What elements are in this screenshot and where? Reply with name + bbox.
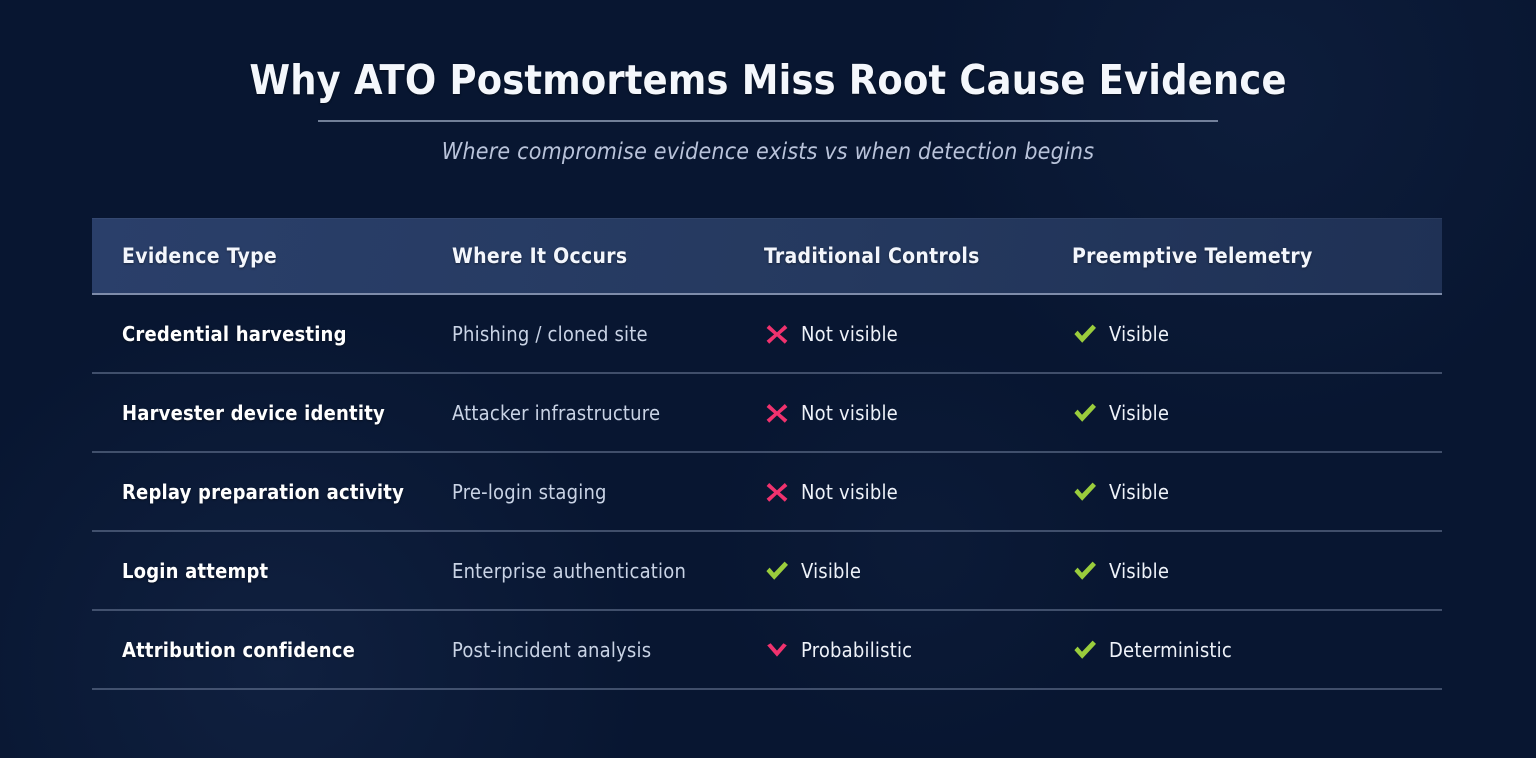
status-label: Visible [801, 558, 862, 583]
cell-where-it-occurs: Attacker infrastructure [452, 400, 661, 425]
cell-preemptive-telemetry: Visible [1042, 479, 1442, 505]
status-label: Deterministic [1109, 637, 1232, 662]
cell-evidence-type: Login attempt [122, 558, 269, 583]
cross-icon [764, 479, 790, 505]
table-row-4: Login attempt Enterprise authentication … [92, 532, 1442, 611]
status-label: Not visible [801, 321, 898, 346]
table-row-5: Attribution confidence Post-incident ana… [92, 611, 1442, 690]
column-header-traditional-controls: Traditional Controls [764, 243, 980, 268]
cell-preemptive-telemetry: Visible [1042, 321, 1442, 347]
status-label: Not visible [801, 400, 898, 425]
cell-evidence-type: Attribution confidence [122, 637, 356, 662]
chevron-down-icon [764, 637, 790, 663]
table-row-3: Replay preparation activity Pre-login st… [92, 453, 1442, 532]
status-label: Visible [1109, 558, 1170, 583]
cell-traditional-controls: Visible [734, 558, 1042, 584]
cell-preemptive-telemetry: Visible [1042, 558, 1442, 584]
status-label: Probabilistic [801, 637, 913, 662]
cell-evidence-type: Harvester device identity [122, 400, 385, 425]
cell-preemptive-telemetry: Deterministic [1042, 637, 1442, 663]
cell-preemptive-telemetry: Visible [1042, 400, 1442, 426]
cell-traditional-controls: Not visible [734, 400, 1042, 426]
cross-icon [764, 400, 790, 426]
cross-icon [764, 321, 790, 347]
title-block: Why ATO Postmortems Miss Root Cause Evid… [0, 54, 1536, 165]
page-subtitle: Where compromise evidence exists vs when… [441, 139, 1095, 165]
cell-traditional-controls: Probabilistic [734, 637, 1042, 663]
status-label: Visible [1109, 321, 1170, 346]
cell-traditional-controls: Not visible [734, 479, 1042, 505]
evidence-comparison-table: Evidence Type Where It Occurs Traditiona… [92, 218, 1442, 690]
cell-where-it-occurs: Pre-login staging [452, 479, 607, 504]
title-divider [318, 120, 1218, 122]
cell-evidence-type: Replay preparation activity [122, 479, 405, 504]
column-header-where-it-occurs: Where It Occurs [452, 243, 628, 268]
column-header-preemptive-telemetry: Preemptive Telemetry [1072, 243, 1313, 268]
check-icon [764, 558, 790, 584]
cell-where-it-occurs: Enterprise authentication [452, 558, 687, 583]
cell-where-it-occurs: Phishing / cloned site [452, 321, 648, 346]
status-label: Visible [1109, 479, 1170, 504]
check-icon [1072, 558, 1098, 584]
page-title: Why ATO Postmortems Miss Root Cause Evid… [249, 56, 1287, 104]
check-icon [1072, 479, 1098, 505]
table-row-1: Credential harvesting Phishing / cloned … [92, 295, 1442, 374]
status-label: Visible [1109, 400, 1170, 425]
table-body: Credential harvesting Phishing / cloned … [92, 295, 1442, 690]
status-label: Not visible [801, 479, 898, 504]
cell-where-it-occurs: Post-incident analysis [452, 637, 652, 662]
check-icon [1072, 400, 1098, 426]
column-header-evidence-type: Evidence Type [122, 243, 278, 268]
table-header-row: Evidence Type Where It Occurs Traditiona… [92, 218, 1442, 295]
check-icon [1072, 637, 1098, 663]
cell-evidence-type: Credential harvesting [122, 321, 347, 346]
table-row-2: Harvester device identity Attacker infra… [92, 374, 1442, 453]
check-icon [1072, 321, 1098, 347]
cell-traditional-controls: Not visible [734, 321, 1042, 347]
